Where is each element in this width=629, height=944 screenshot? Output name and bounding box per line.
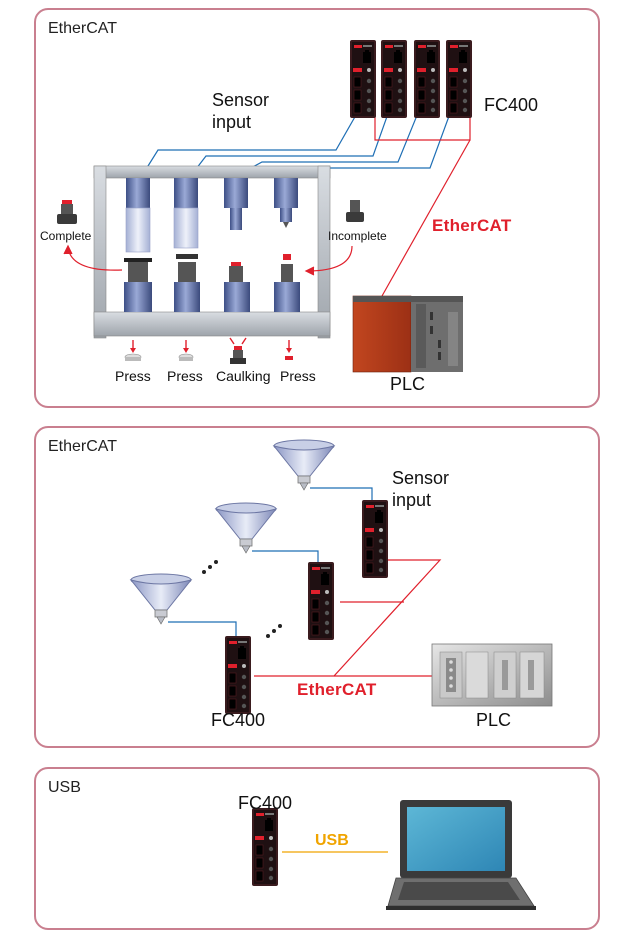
- ethercat-label: EtherCAT: [432, 216, 512, 235]
- fc400-module: [349, 39, 377, 119]
- complete-label: Complete: [40, 229, 92, 243]
- press-label: Press: [115, 368, 151, 384]
- ethercat-line-p1: [374, 108, 471, 297]
- sensor-input-label-line1: Sensor: [212, 90, 270, 110]
- fc400-module: [413, 39, 441, 119]
- complete-part-icon: [57, 200, 77, 224]
- panel-title: EtherCAT: [48, 438, 118, 455]
- press-frame: [93, 165, 331, 339]
- ethercat-lines-p2: [254, 559, 442, 677]
- plc-rack: [431, 643, 553, 707]
- incomplete-label: Incomplete: [328, 229, 387, 243]
- fc400-module: [380, 39, 408, 119]
- sensor-lines-p2: [168, 487, 373, 636]
- usb-panel: USB: [34, 767, 600, 930]
- ethercat-hopper-panel: EtherCAT: [34, 426, 600, 748]
- fc400-label: FC400: [211, 710, 266, 730]
- fc400-label: FC400: [484, 95, 539, 115]
- sensor-input-label-line1: Sensor: [392, 468, 450, 488]
- press-label: Press: [167, 368, 203, 384]
- operation-icons: [124, 337, 293, 364]
- panel-title: USB: [48, 779, 81, 796]
- plc-label: PLC: [390, 374, 426, 394]
- panel-title: EtherCAT: [48, 20, 118, 37]
- ellipsis-dots: [202, 560, 282, 638]
- upper-cylinders: [125, 178, 298, 253]
- laptop-icon: [386, 800, 536, 910]
- ethercat-label: EtherCAT: [297, 680, 377, 699]
- fc400-module: [445, 39, 473, 119]
- usb-label: USB: [315, 832, 349, 849]
- sensor-input-label-line2: input: [392, 490, 432, 510]
- plc-unit: [352, 295, 463, 373]
- lower-cylinders: [124, 254, 300, 312]
- fc400-label: FC400: [238, 793, 293, 813]
- sensor-input-label-line2: input: [212, 112, 252, 132]
- fc400-module-group: [349, 39, 473, 119]
- press-label: Press: [280, 368, 316, 384]
- plc-label: PLC: [476, 710, 512, 730]
- caulking-label: Caulking: [216, 368, 271, 384]
- flow-arrows: [63, 244, 353, 276]
- incomplete-part-icon: [346, 200, 364, 222]
